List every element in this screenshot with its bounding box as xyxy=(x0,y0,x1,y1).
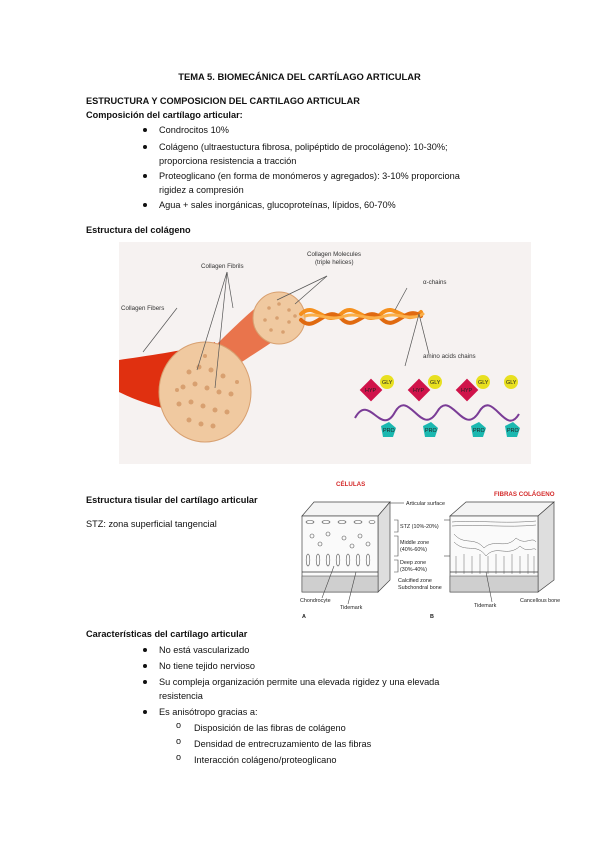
svg-text:HYP: HYP xyxy=(461,388,472,394)
section-heading: ESTRUCTURA Y COMPOSICION DEL CARTILAGO A… xyxy=(86,96,360,106)
cells-block xyxy=(301,501,391,593)
label-deep-zone-pct: (30%-40%) xyxy=(400,567,427,573)
pro-unit xyxy=(423,422,438,437)
bullet-dot-icon xyxy=(143,664,147,668)
label-cells: CÉLULAS xyxy=(336,480,365,488)
bullet-dot-icon xyxy=(143,680,147,684)
bullet-dot-icon xyxy=(143,128,147,132)
collagen-molecules-section xyxy=(252,291,306,345)
pro-unit xyxy=(471,422,486,437)
pro-unit xyxy=(505,422,520,437)
list-item: Colágeno (ultraestuctura fibrosa, polipé… xyxy=(159,142,448,152)
tissue-structure-figure: CÉLULAS FIBRAS COLÁGENO xyxy=(300,480,560,620)
list-item: Proteoglicano (en forma de monómeros y a… xyxy=(159,171,460,181)
fibers-block xyxy=(449,501,555,593)
triple-helix xyxy=(299,307,425,326)
list-item: No está vascularizado xyxy=(159,645,250,655)
list-item: Condrocitos 10% xyxy=(159,125,229,135)
label-triple-helices: (triple helices) xyxy=(315,259,354,266)
label-chondrocyte: Chondrocyte xyxy=(300,598,331,604)
svg-text:PRO: PRO xyxy=(473,428,485,434)
svg-text:GLY: GLY xyxy=(382,380,393,386)
list-item: No tiene tejido nervioso xyxy=(159,661,256,671)
sub-list-item: Densidad de entrecruzamiento de las fibr… xyxy=(194,739,372,749)
label-articular-surface: Articular surface xyxy=(406,501,445,507)
label-alpha-chains: α-chains xyxy=(423,279,447,286)
svg-text:PRO: PRO xyxy=(507,428,519,434)
sub-bullet-marker: o xyxy=(176,752,182,762)
svg-text:GLY: GLY xyxy=(478,380,489,386)
pro-unit xyxy=(381,422,396,437)
list-item: Es anisótropo gracias a: xyxy=(159,707,258,717)
label-calcified-zone: Calcified zone xyxy=(398,578,432,584)
label-amino-acids-chains: amino acids chains xyxy=(423,353,476,360)
document-title: TEMA 5. BIOMECÁNICA DEL CARTÍLAGO ARTICU… xyxy=(178,71,421,82)
stz-note: STZ: zona superficial tangencial xyxy=(86,519,217,529)
bullet-dot-icon xyxy=(143,174,147,178)
svg-text:PRO: PRO xyxy=(425,428,437,434)
svg-text:GLY: GLY xyxy=(430,380,441,386)
bullet-dot-icon xyxy=(143,203,147,207)
list-item: Agua + sales inorgánicas, glucoproteínas… xyxy=(159,200,396,210)
label-collagen-fibrils: Collagen Fibrils xyxy=(201,263,244,270)
sub-bullet-marker: o xyxy=(176,736,182,746)
gly-unit xyxy=(476,375,490,389)
bullet-dot-icon xyxy=(143,710,147,714)
svg-text:GLY: GLY xyxy=(506,380,517,386)
zone-brackets xyxy=(321,502,493,605)
gly-unit xyxy=(380,375,394,389)
sub-list-item: Disposición de las fibras de colágeno xyxy=(194,723,346,733)
tissue-heading: Estructura tisular del cartílago articul… xyxy=(86,495,258,505)
bullet-dot-icon xyxy=(143,648,147,652)
collagen-fibrils-section xyxy=(158,341,252,443)
label-stz: STZ (10%-20%) xyxy=(400,524,439,530)
amino-acid-chain xyxy=(354,404,520,422)
label-subchondral-bone: Subchondral bone xyxy=(398,585,442,591)
list-item-continuation: proporciona resistencia a tracción xyxy=(159,156,297,166)
chondrocyte-cells xyxy=(305,520,376,567)
label-tidemark-b: Tidemark xyxy=(474,603,497,609)
list-item: Su compleja organización permite una ele… xyxy=(159,677,440,687)
list-item-continuation: rigidez a compresión xyxy=(159,185,244,195)
label-deep-zone: Deep zone xyxy=(400,560,426,566)
fibril-dots xyxy=(175,354,239,429)
svg-text:HYP: HYP xyxy=(365,388,376,394)
gly-unit xyxy=(504,375,518,389)
svg-text:PRO: PRO xyxy=(383,428,395,434)
label-collagen-fibers: Collagen Fibers xyxy=(121,305,164,312)
list-item-continuation: resistencia xyxy=(159,691,203,701)
characteristics-heading: Características del cartílago articular xyxy=(86,629,248,639)
collagen-fiber-lines xyxy=(451,520,537,574)
label-middle-zone-pct: (40%-60%) xyxy=(400,547,427,553)
bullet-dot-icon xyxy=(143,145,147,149)
label-panel-b: B xyxy=(430,614,434,620)
sub-list-item: Interacción colágeno/proteoglicano xyxy=(194,755,337,765)
label-middle-zone: Middle zone xyxy=(400,540,429,546)
sub-bullet-marker: o xyxy=(176,720,182,730)
molecule-dots xyxy=(263,302,297,334)
gly-unit xyxy=(428,375,442,389)
collagen-heading: Estructura del colágeno xyxy=(86,225,191,235)
label-panel-a: A xyxy=(302,614,306,620)
collagen-structure-figure: Collagen Fibers Collagen Fibrils Collage… xyxy=(119,242,531,464)
label-collagen-fibers-zone: FIBRAS COLÁGENO xyxy=(494,491,555,498)
pointer-lines xyxy=(142,271,430,389)
composition-subheading: Composición del cartílago articular: xyxy=(86,110,243,120)
svg-text:HYP: HYP xyxy=(413,388,424,394)
label-cancellous-bone: Cancellous bone xyxy=(520,598,560,604)
label-collagen-molecules: Collagen Molecules xyxy=(307,251,361,258)
label-tidemark-a: Tidemark xyxy=(340,605,363,611)
